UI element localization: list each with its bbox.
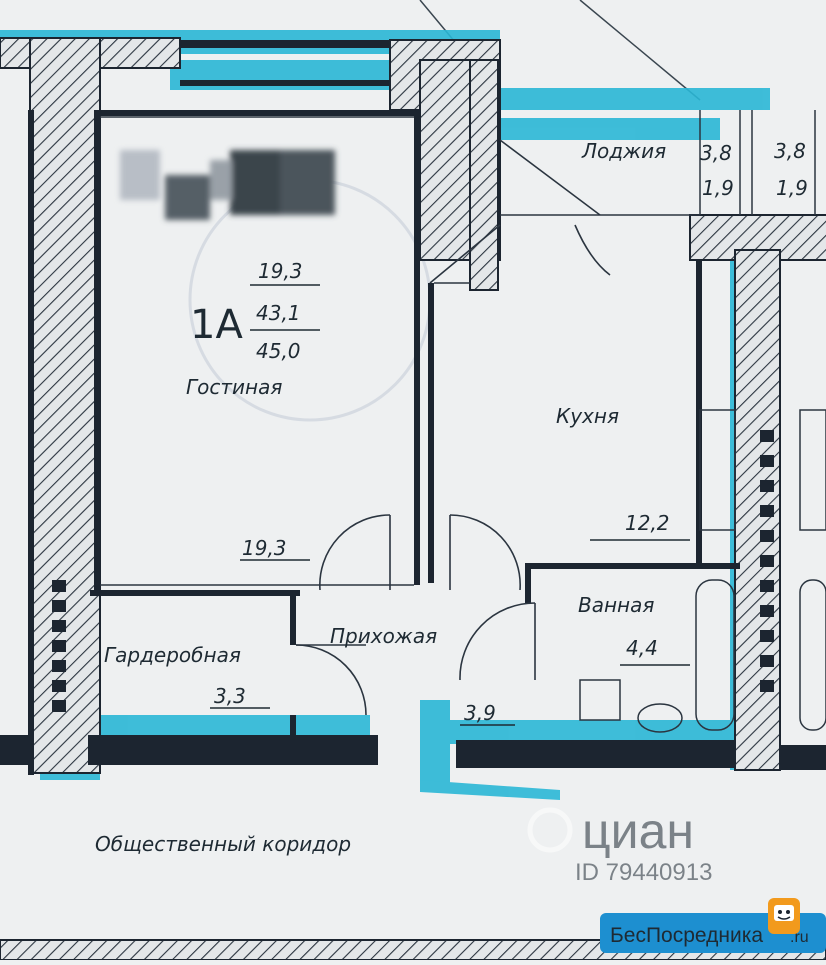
bathroom-area: 4,4 <box>626 636 658 660</box>
hallway-area: 3,9 <box>464 701 496 725</box>
door-swings <box>295 224 611 716</box>
loggia-dim-a: 3,8 <box>700 141 732 165</box>
wardrobe-label: Гардеробная <box>104 643 241 667</box>
kitchen-area: 12,2 <box>625 511 670 535</box>
living-room-label: Гостиная <box>186 375 282 399</box>
exterior-walls <box>0 40 826 775</box>
besposrednika-badge: БесПосредника .ru <box>600 898 826 953</box>
living-room-area: 19,3 <box>242 536 287 560</box>
corridor-label: Общественный коридор <box>95 832 351 856</box>
kitchen-label: Кухня <box>556 404 619 428</box>
redacted-block <box>120 150 335 220</box>
unit-type-label: 1А <box>190 302 243 348</box>
interior-lines <box>100 110 826 733</box>
living-area-value: 19,3 <box>258 259 303 283</box>
vent-blocks <box>52 430 774 712</box>
wardrobe-area: 3,3 <box>214 684 246 708</box>
loggia-neighbor-dim-b: 1,9 <box>776 176 808 200</box>
loggia-dim-b: 1,9 <box>702 176 734 200</box>
cian-logo-text: циан <box>582 803 694 859</box>
besposrednika-text: БесПосредника <box>610 924 763 947</box>
bathroom-label: Ванная <box>578 593 654 617</box>
cian-id-text: ID 79440913 <box>575 859 712 886</box>
loggia-neighbor-dim-a: 3,8 <box>774 139 806 163</box>
cian-watermark: циан ID 79440913 <box>527 803 712 886</box>
area-fraction-lines <box>210 284 690 726</box>
loggia-label: Лоджия <box>581 139 666 163</box>
cian-logo-icon <box>527 807 573 853</box>
diagonal-line <box>579 0 701 101</box>
mascot-icon <box>768 898 800 934</box>
total-area-value: 43,1 <box>256 301 301 325</box>
total-area-loggia-value: 45,0 <box>256 339 301 363</box>
hallway-label: Прихожая <box>330 624 437 648</box>
